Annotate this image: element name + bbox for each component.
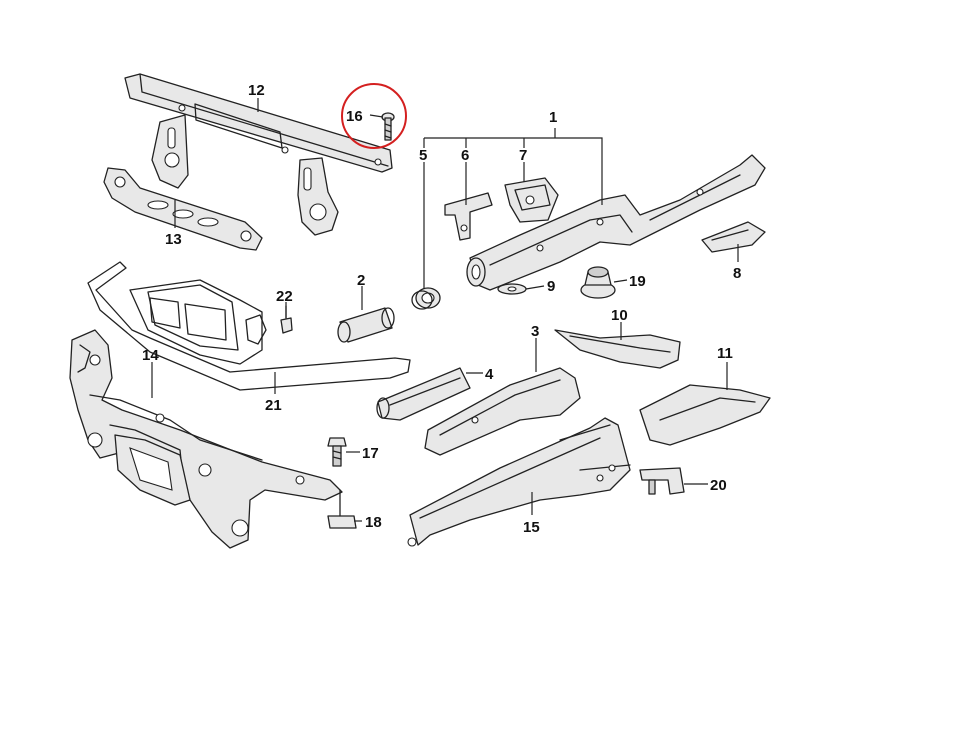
part-21-front-frame [87,261,411,391]
callout-2: 2 [357,272,365,289]
callout-16: 16 [346,108,363,125]
part-7-mount-bracket [504,177,559,223]
callout-18: 18 [365,514,382,531]
callout-7: 7 [519,147,527,164]
part-17-bolt [327,437,347,467]
part-1-side-member [466,154,766,291]
callout-12: 12 [248,82,265,99]
callout-15: 15 [523,519,540,536]
part-4-reinforcement [376,367,471,421]
part-12-upper-support-bar [124,73,393,236]
callout-6: 6 [461,147,469,164]
part-11-wheel-arch-panel [639,384,771,446]
callout-4: 4 [485,366,494,383]
callout-19: 19 [629,273,646,290]
callout-5: 5 [419,147,427,164]
callout-21: 21 [265,397,282,414]
highlight-circle [341,83,407,149]
part-18-clip [327,489,357,529]
callout-13: 13 [165,231,182,248]
callout-labels: 1 2 3 4 5 6 7 8 9 10 11 12 13 14 15 16 1… [142,82,741,536]
callout-14: 14 [142,347,159,364]
callout-8: 8 [733,265,741,282]
callout-9: 9 [547,278,555,295]
part-8-plate [701,221,766,253]
part-19-rubber-mount [580,266,616,299]
callout-1: 1 [549,109,557,126]
part-6-bracket [444,192,493,241]
part-3-long-member [424,367,581,456]
part-14-front-carrier [69,329,343,549]
callout-10: 10 [611,307,628,324]
part-20-bracket [639,467,685,495]
part-2-sleeve [337,307,395,343]
leader-lines [151,98,739,522]
part-9-washer [497,283,527,295]
callout-22: 22 [276,288,293,305]
part-5-ring [411,287,441,310]
callout-3: 3 [531,323,539,340]
callout-11: 11 [717,345,733,362]
part-16-bolt [381,112,395,141]
callout-20: 20 [710,477,727,494]
part-15-lower-member [407,417,631,547]
callout-17: 17 [362,445,379,462]
part-13-bracket-plate [103,167,263,251]
part-10-bracket [554,329,681,369]
